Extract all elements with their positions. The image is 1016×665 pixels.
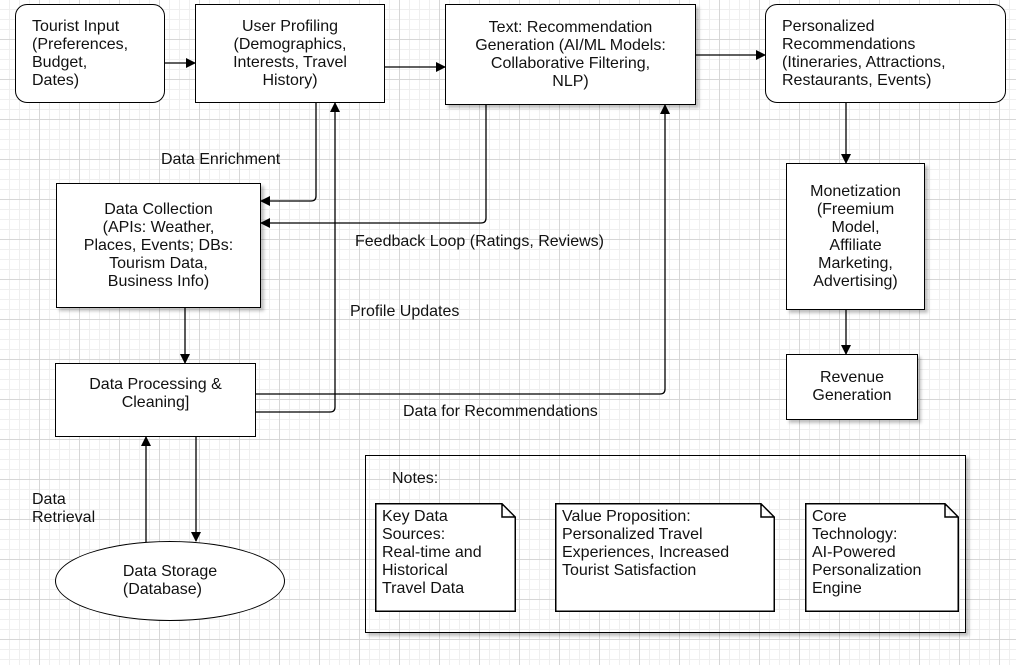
node-personalized-recommendations[interactable]: Personalized Recommendations (Itinerarie… — [765, 4, 1006, 103]
edge-profile-updates — [256, 102, 340, 413]
edge-feedback-loop — [260, 105, 487, 228]
node-data-storage[interactable]: Data Storage (Database) — [55, 541, 285, 621]
label-data-for-recommendations: Data for Recommendations — [403, 403, 598, 420]
note-core-technology: Core Technology: AI-Powered Personalizat… — [805, 503, 959, 612]
note-shape — [375, 503, 516, 612]
node-tourist-input[interactable]: Tourist Input (Preferences, Budget, Date… — [15, 4, 165, 103]
label-profile-updates: Profile Updates — [350, 303, 460, 320]
note-value-proposition: Value Proposition: Personalized Travel E… — [555, 503, 775, 612]
notes-title: Notes: — [392, 470, 439, 487]
label-data-enrichment: Data Enrichment — [161, 151, 281, 168]
edge-data-enrichment — [260, 103, 317, 206]
notes-panel — [365, 455, 966, 633]
note-shape — [805, 503, 959, 612]
node-data-processing[interactable]: Data Processing & Cleaning] — [55, 363, 256, 437]
label-data-retrieval: Data Retrieval — [32, 491, 96, 526]
edge-data-for-recommendations — [256, 104, 670, 395]
node-recommendation-generation[interactable]: Text: Recommendation Generation (AI/ML M… — [445, 4, 696, 105]
note-key-data-sources: Key Data Sources: Real-time and Historic… — [375, 503, 516, 612]
note-shape — [555, 503, 775, 612]
node-data-collection[interactable]: Data Collection (APIs: Weather, Places, … — [56, 183, 261, 308]
node-monetization[interactable]: Monetization (Freemium Model, Affiliate … — [786, 163, 925, 310]
note-core-technology-text: Core Technology: AI-Powered Personalizat… — [812, 508, 922, 597]
label-feedback-loop: Feedback Loop (Ratings, Reviews) — [355, 233, 605, 250]
node-revenue-generation[interactable]: Revenue Generation — [786, 354, 918, 420]
node-user-profiling[interactable]: User Profiling (Demographics, Interests,… — [195, 4, 385, 103]
note-value-proposition-text: Value Proposition: Personalized Travel E… — [562, 508, 730, 579]
note-key-data-sources-text: Key Data Sources: Real-time and Historic… — [382, 508, 482, 597]
